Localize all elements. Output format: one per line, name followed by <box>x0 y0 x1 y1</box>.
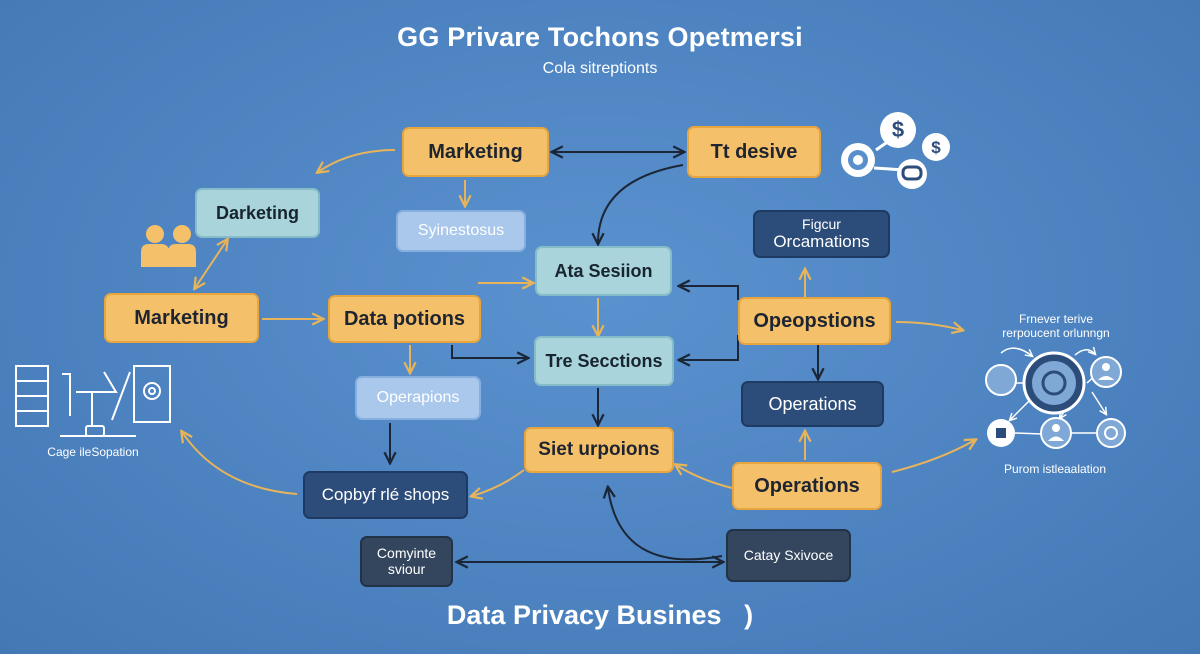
node-figur-orcamations: Figcur Orcamations <box>753 210 890 258</box>
node-copybf-shops: Copbyf rlé shops <box>303 471 468 519</box>
orange-arrows <box>182 149 975 496</box>
node-catay-sxivoce: Catay Sxivoce <box>726 529 851 582</box>
node-comyinte-line2: sviour <box>387 560 426 577</box>
dollar-icon: $ <box>892 117 904 142</box>
people-icon <box>141 225 196 267</box>
label-fr-line1: Frnever terive <box>1018 312 1094 326</box>
diagram-title: GG Privare Tochons Opetmersi <box>397 22 803 52</box>
node-figur-line1: Figcur <box>802 215 841 232</box>
node-operapions: Operapions <box>355 376 481 420</box>
label-frnever-terive: Frnever terive rerpoucent orlunngn <box>966 312 1146 341</box>
node-comyinte-sviour: Comyinte sviour <box>360 536 453 587</box>
label-purom-istleaalation: Purom istleaalation <box>1003 462 1107 476</box>
node-marketing-top: Marketing <box>402 127 549 177</box>
node-tt-desive: Tt desive <box>687 126 821 178</box>
node-syinestosus: Syinestosus <box>396 210 526 252</box>
node-darketing: Darketing <box>195 188 320 238</box>
node-operations-dark: Operations <box>741 381 884 427</box>
label-fr-line2: rerpoucent orlunngn <box>1002 326 1110 341</box>
devices-icon <box>15 365 171 437</box>
diagram-footer: Data Privacy Busines ) <box>446 600 754 630</box>
node-ata-session: Ata Sesiion <box>535 246 672 296</box>
node-siet-urpoions: Siet urpoions <box>524 427 674 473</box>
node-operations-orange: Operations <box>732 462 882 510</box>
node-comyinte-line1: Comyinte <box>376 544 437 561</box>
label-cage-ilesopation: Cage ileSopation <box>47 445 139 459</box>
node-figur-line2: Orcamations <box>773 232 870 252</box>
node-opeopstions: Opeopstions <box>738 297 891 345</box>
dollar-icon: $ <box>931 138 941 157</box>
coin-icon-group <box>841 112 950 189</box>
node-tre-sections: Tre Secctions <box>534 336 674 386</box>
dark-arrows <box>390 152 818 562</box>
network-icon-group <box>985 348 1126 449</box>
node-data-potions: Data potions <box>328 295 481 343</box>
diagram-subtitle: Cola sitreptionts <box>542 60 658 77</box>
node-marketing-left: Marketing <box>104 293 259 343</box>
